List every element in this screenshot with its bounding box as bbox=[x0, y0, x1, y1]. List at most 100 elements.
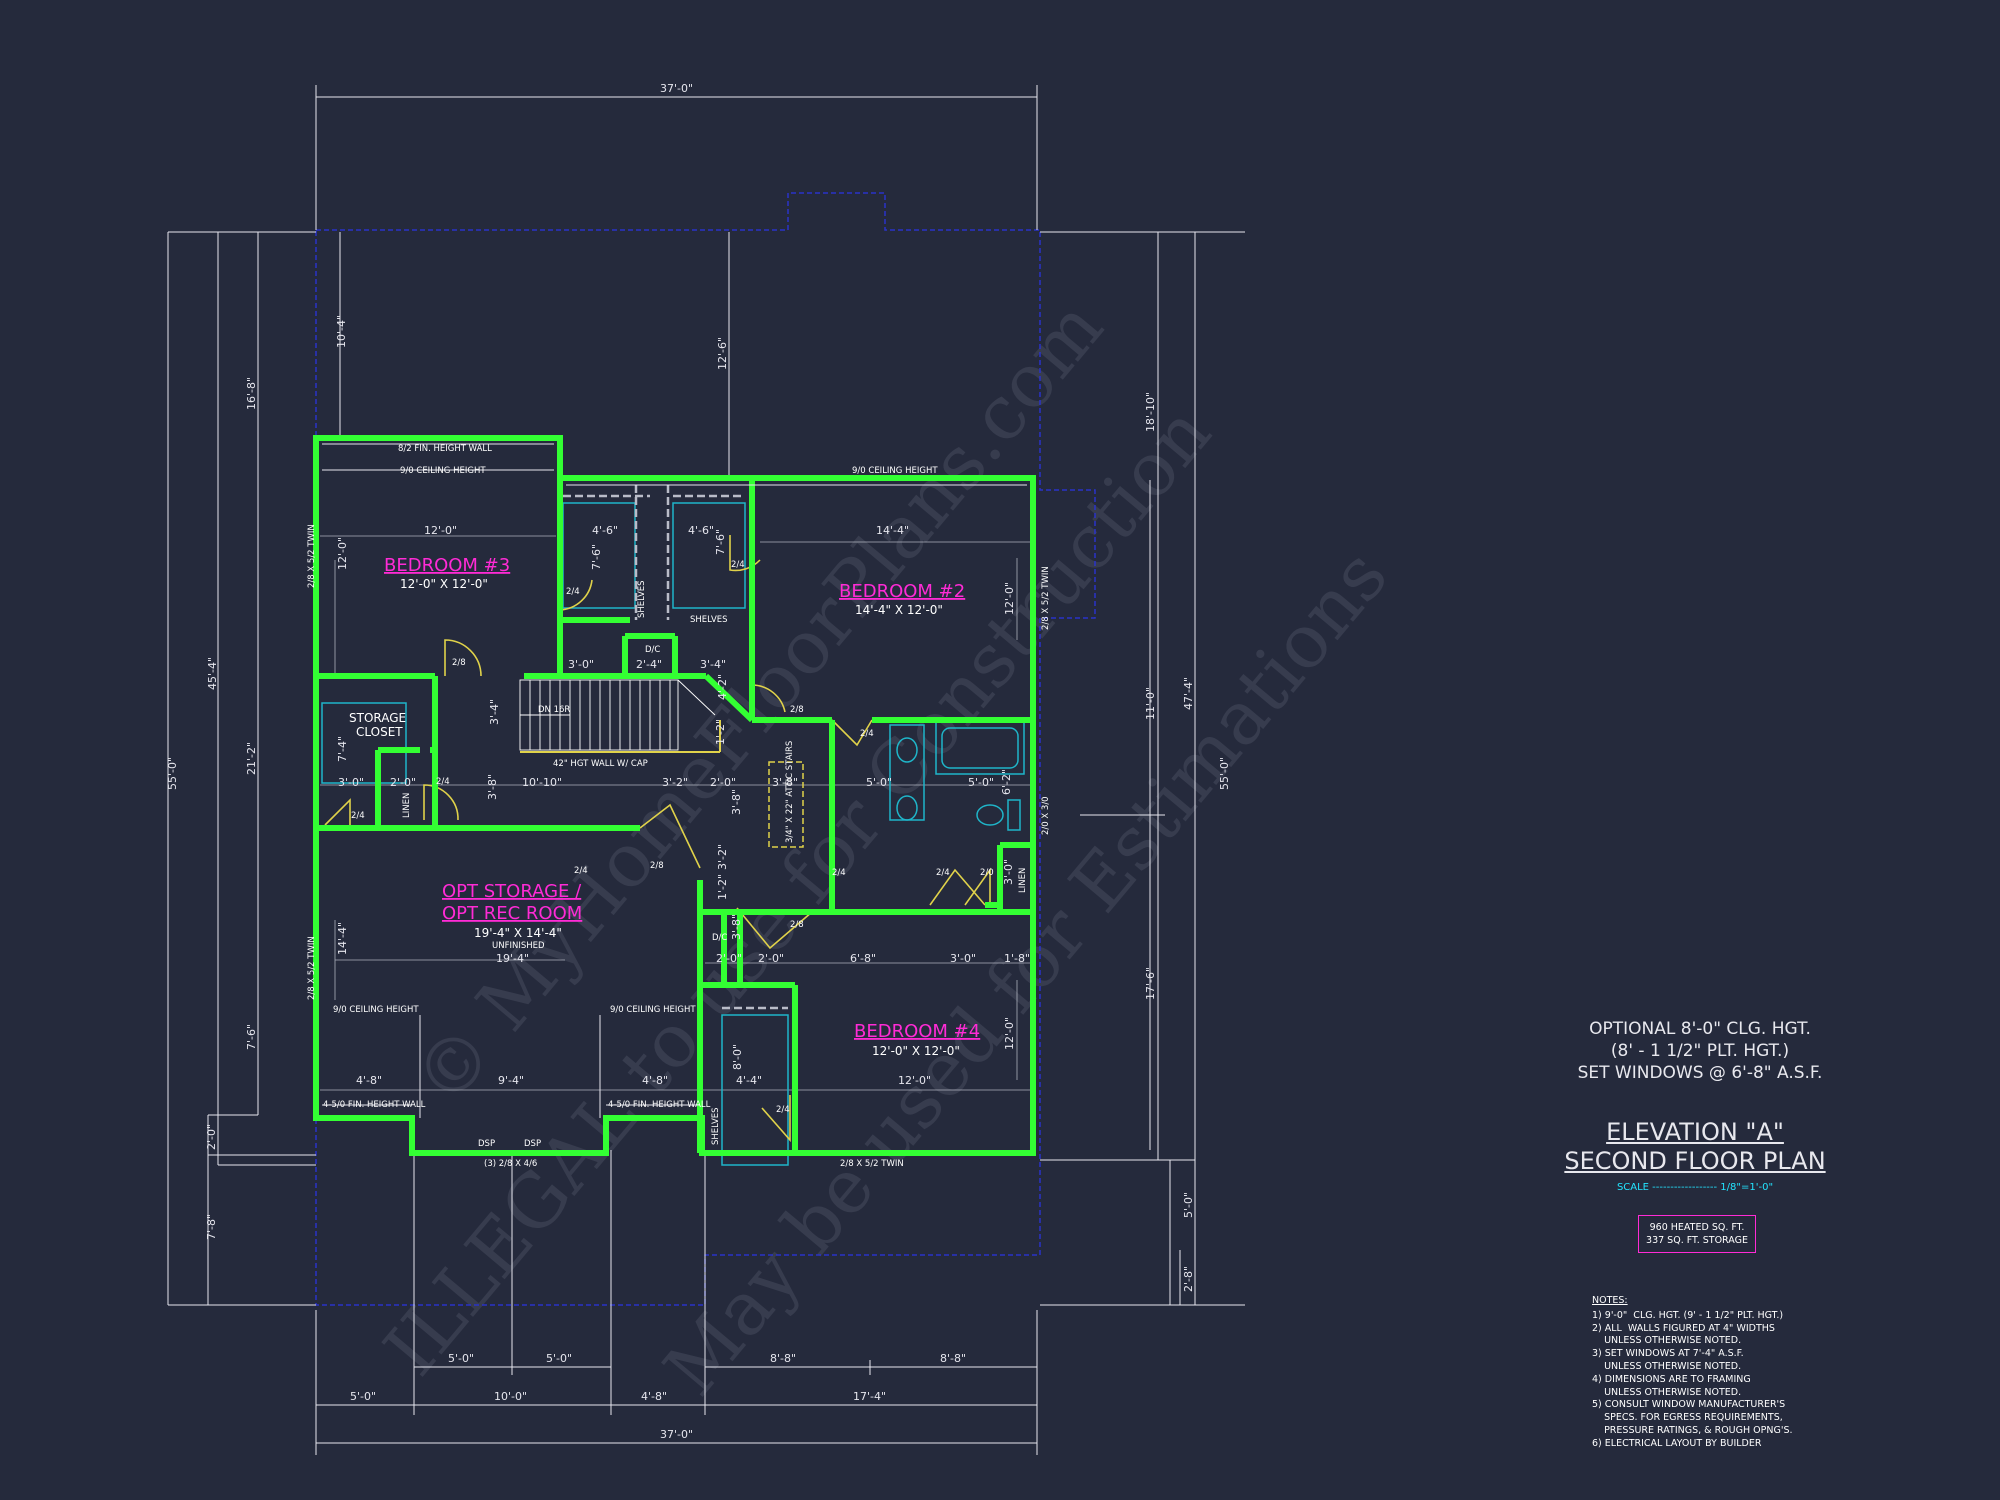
dim-3-0b: 3'-0" bbox=[338, 776, 364, 789]
label-fin-height-top: 8/2 FIN. HEIGHT WALL bbox=[398, 444, 492, 454]
scale-label: SCALE ------------------ 1/8"=1'-0" bbox=[1616, 1182, 1774, 1193]
label-door-2-8-b: 2/8 bbox=[790, 705, 804, 715]
label-dsp-2: DSP bbox=[524, 1139, 541, 1149]
note-line: UNLESS OTHERWISE NOTED. bbox=[1592, 1335, 1742, 1347]
dim-1-8: 1'-8" bbox=[1004, 952, 1030, 965]
label-ceiling-b3: 9/0 CEILING HEIGHT bbox=[400, 466, 486, 476]
label-door-2-4-b: 2/4 bbox=[731, 560, 745, 570]
dim-4-4: 4'-4" bbox=[736, 1074, 762, 1087]
dim-b4-w: 12'-0" bbox=[898, 1074, 931, 1087]
label-win-left-bottom: 2/8 X 5/2 TWIN bbox=[307, 936, 317, 1000]
label-shelves-1: SHELVES bbox=[637, 580, 647, 618]
dim-left-10-4: 10'-4" bbox=[335, 315, 348, 348]
dim-3-4: 3'-4" bbox=[700, 658, 726, 671]
dim-cl1-w: 4'-6" bbox=[592, 524, 618, 537]
dim-right-47: 47'-4" bbox=[1182, 677, 1195, 710]
dim-right-outer: 55'-0" bbox=[1218, 757, 1231, 790]
label-ceiling-right: 9/0 CEILING HEIGHT bbox=[610, 1005, 696, 1015]
label-dn: DN 16R bbox=[538, 705, 570, 715]
dim-cl2-h: 7'-6" bbox=[714, 529, 727, 555]
label-win-bottom-left: (3) 2/8 X 4/6 bbox=[484, 1159, 537, 1169]
label-door-2-0: 2/0 bbox=[980, 868, 994, 878]
dim-7-4: 7'-4" bbox=[336, 736, 349, 762]
note-line: UNLESS OTHERWISE NOTED. bbox=[1592, 1360, 1742, 1372]
dim-3-0c: 3'-0" bbox=[950, 952, 976, 965]
label-shelves-3: SHELVES bbox=[711, 1107, 721, 1145]
elevation-title: ELEVATION "A" bbox=[1606, 1118, 1784, 1146]
dim-left-2: 2'-0" bbox=[205, 1124, 218, 1150]
label-dc-1: D/C bbox=[645, 645, 660, 655]
label-door-2-8-d: 2/8 bbox=[790, 920, 804, 930]
interior-dimension-lines bbox=[320, 535, 1032, 1091]
room-size-bedroom-3: 12'-0" X 12'-0" bbox=[400, 577, 488, 591]
dim-3-2: 3'-2" bbox=[662, 776, 688, 789]
dim-10-10: 10'-10" bbox=[522, 776, 562, 789]
storage-closet-line2: CLOSET bbox=[356, 725, 403, 739]
label-win-bottom-right: 2/8 X 5/2 TWIN bbox=[840, 1159, 904, 1169]
label-door-2-4-e: 2/4 bbox=[351, 811, 365, 821]
dim-right-2-8: 2'-8" bbox=[1182, 1266, 1195, 1292]
dim-6-2: 6'-2" bbox=[1000, 769, 1013, 795]
label-ceiling-b2: 9/0 CEILING HEIGHT bbox=[852, 466, 938, 476]
label-door-2-4-a: 2/4 bbox=[566, 587, 580, 597]
heated-area: 960 HEATED SQ. FT. bbox=[1649, 1222, 1745, 1233]
dim-b4-h: 12'-0" bbox=[1003, 1017, 1016, 1050]
dim-left-45: 45'-4" bbox=[206, 657, 219, 690]
label-door-2-4-h: 2/4 bbox=[776, 1105, 790, 1115]
label-dc-2: D/C bbox=[712, 933, 727, 943]
dim-5-0: 5'-0" bbox=[866, 776, 892, 789]
note-line: 1) 9'-0" CLG. HGT. (9' - 1 1/2" PLT. HGT… bbox=[1592, 1309, 1784, 1321]
dim-9-4: 9'-4" bbox=[498, 1074, 524, 1087]
dim-b-8-8a: 8'-8" bbox=[770, 1352, 796, 1365]
dim-3-0v: 3'-0" bbox=[1002, 859, 1015, 885]
dim-3-4v: 3'-4" bbox=[488, 699, 501, 725]
watermark: © MyHomeFloorPlans.com ILLEGAL to use fo… bbox=[368, 285, 1404, 1412]
note-line: PRESSURE RATINGS, & ROUGH OPNG'S. bbox=[1592, 1424, 1793, 1436]
dim-3-8v2: 3'-8" bbox=[730, 789, 743, 815]
dim-b3-h: 12'-0" bbox=[336, 537, 349, 570]
dim-left-outer: 55'-0" bbox=[166, 757, 179, 790]
stairs bbox=[519, 679, 721, 753]
label-shelves-2: SHELVES bbox=[690, 615, 728, 625]
label-fin-right: 4-5/0 FIN. HEIGHT WALL bbox=[608, 1100, 711, 1110]
dim-19-4: 19'-4" bbox=[496, 952, 529, 965]
dim-b3-w: 12'-0" bbox=[424, 524, 457, 537]
dim-4-2: 4'-2" bbox=[716, 674, 729, 700]
outer-dimensions: 37'-0" 37'-0" 55'-0" 55'-0" 45'-4" 47'-4… bbox=[166, 82, 1231, 1441]
storage-closet-line1: STORAGE bbox=[349, 711, 406, 725]
room-labels: BEDROOM #3 12'-0" X 12'-0" BEDROOM #2 14… bbox=[349, 555, 980, 1058]
label-linen-2: LINEN bbox=[1018, 868, 1028, 893]
dim-4-8b: 4'-8" bbox=[642, 1074, 668, 1087]
room-name-storage-2: OPT REC ROOM bbox=[442, 903, 582, 924]
dim-b-5-0a: 5'-0" bbox=[448, 1352, 474, 1365]
dim-2-0: 2'-0" bbox=[390, 776, 416, 789]
attic-stairs bbox=[768, 761, 804, 848]
room-name-bedroom-4: BEDROOM #4 bbox=[854, 1021, 980, 1042]
note-line: 3) SET WINDOWS AT 7'-4" A.S.F. bbox=[1592, 1348, 1744, 1360]
dim-cl2-w: 4'-6" bbox=[688, 524, 714, 537]
dim-3-8: 3'-8" bbox=[772, 776, 798, 789]
room-size-bedroom-4: 12'-0" X 12'-0" bbox=[872, 1044, 960, 1058]
dim-4-8a: 4'-8" bbox=[356, 1074, 382, 1087]
dim-5-0b: 5'-0" bbox=[968, 776, 994, 789]
optional-line-2: (8' - 1 1/2" PLT. HGT.) bbox=[1610, 1041, 1790, 1061]
dim-b-4-8: 4'-8" bbox=[641, 1390, 667, 1403]
dim-2-4a: 2'-4" bbox=[636, 658, 662, 671]
dim-bottom: 37'-0" bbox=[660, 1428, 693, 1441]
label-fin-left: 4-5/0 FIN. HEIGHT WALL bbox=[323, 1100, 426, 1110]
dim-b-8-8b: 8'-8" bbox=[940, 1352, 966, 1365]
dim-6-8: 6'-8" bbox=[850, 952, 876, 965]
label-win-right: 2/8 X 5/2 TWIN bbox=[1041, 566, 1051, 630]
dimension-lines bbox=[167, 85, 1245, 1455]
note-line: SPECS. FOR EGRESS REQUIREMENTS, bbox=[1592, 1412, 1783, 1424]
note-line: 5) CONSULT WINDOW MANUFACTURER'S bbox=[1592, 1399, 1786, 1411]
dim-1-2b: 1'-2" bbox=[716, 874, 729, 900]
room-size-storage: 19'-4" X 14'-4" bbox=[474, 926, 562, 940]
interior-dimensions: 12'-0" 12'-0" 4'-6" 7'-6" 4'-6" 7'-6" 14… bbox=[336, 524, 1030, 1087]
plan-labels: 8/2 FIN. HEIGHT WALL 9/0 CEILING HEIGHT … bbox=[307, 444, 1051, 1169]
dim-top: 37'-0" bbox=[660, 82, 693, 95]
dim-left-21: 21'-2" bbox=[245, 742, 258, 775]
label-linen-1: LINEN bbox=[402, 793, 412, 818]
room-name-bedroom-2: BEDROOM #2 bbox=[839, 581, 965, 602]
room-size-bedroom-2: 14'-4" X 12'-0" bbox=[855, 603, 943, 617]
